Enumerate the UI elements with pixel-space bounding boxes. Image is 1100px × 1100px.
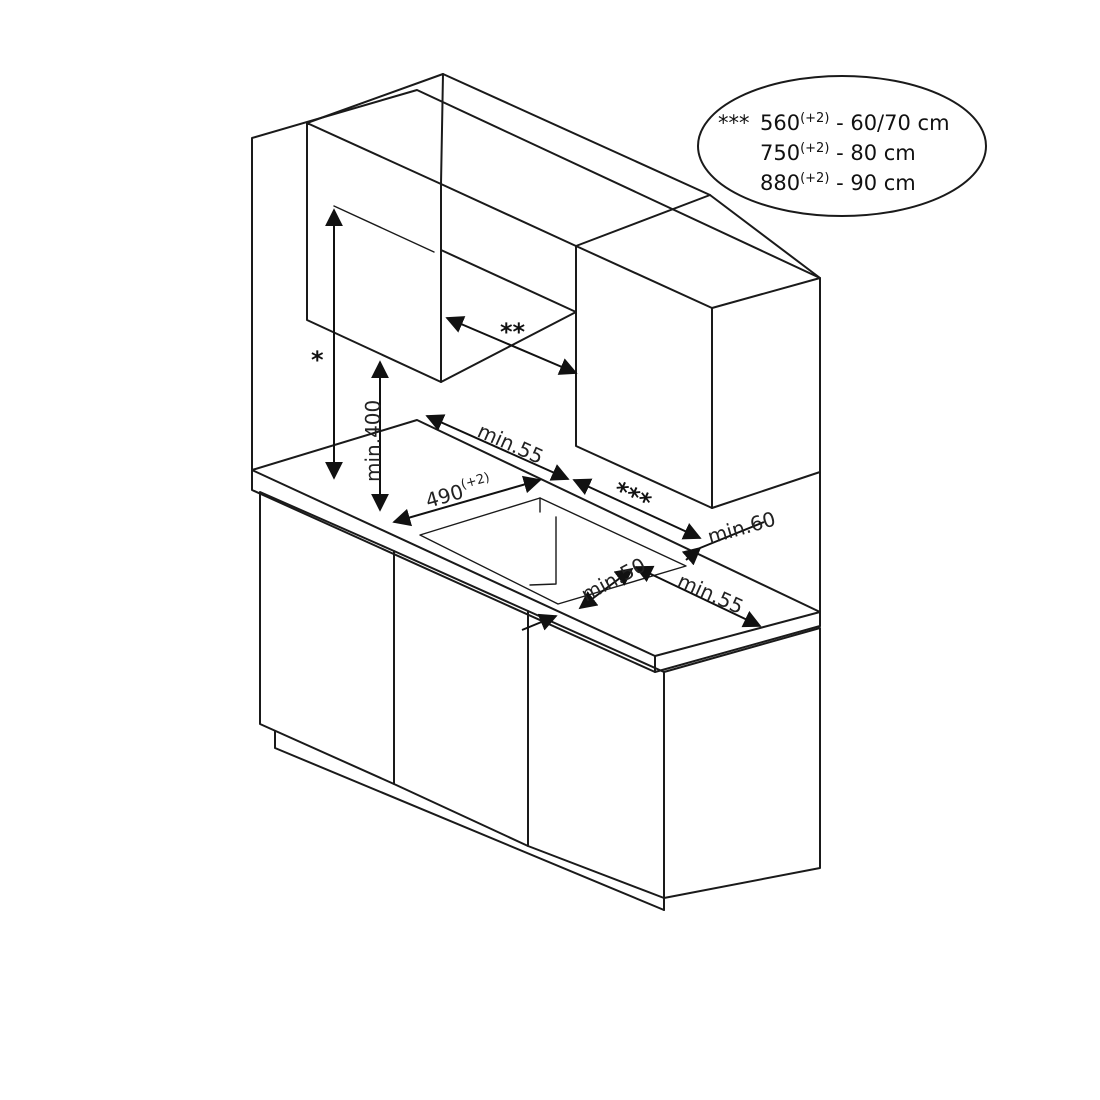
dim-min-60-leader xyxy=(699,521,765,549)
label-star-one: * xyxy=(311,346,324,374)
countertop xyxy=(251,419,821,673)
dim-star-three xyxy=(572,478,702,540)
label-min-55-front: min.55 xyxy=(674,569,747,619)
label-min-55-back: min.55 xyxy=(474,419,547,469)
dim-min-55-back xyxy=(425,414,570,481)
upper-cabinets xyxy=(306,73,821,509)
legend-row-2: 750(+2) - 80 cm xyxy=(760,141,916,165)
legend: *** 560(+2) - 60/70 cm 750(+2) - 80 cm 8… xyxy=(697,75,987,217)
label-cutout-width: 490(+2) xyxy=(422,470,494,513)
label-min-400: min.400 xyxy=(361,400,385,482)
dimension-lines xyxy=(325,208,765,631)
dim-cutout-width xyxy=(392,475,542,527)
dim-min-60 xyxy=(681,546,702,566)
dim-front-tick xyxy=(521,613,558,631)
label-min-60: min.60 xyxy=(705,507,778,549)
dim-min-50 xyxy=(578,567,634,610)
base-cabinets xyxy=(259,491,821,911)
label-star-two: ** xyxy=(500,318,526,346)
legend-marker: *** xyxy=(718,111,750,135)
legend-row-1: 560(+2) - 60/70 cm xyxy=(760,111,950,135)
legend-ellipse xyxy=(697,75,987,217)
label-min-50: min.50 xyxy=(577,553,650,607)
dim-min-55-front xyxy=(634,565,762,628)
legend-row-3: 880(+2) - 90 cm xyxy=(760,171,916,195)
dim-star-two xyxy=(445,316,578,375)
label-star-three: *** xyxy=(610,476,656,517)
